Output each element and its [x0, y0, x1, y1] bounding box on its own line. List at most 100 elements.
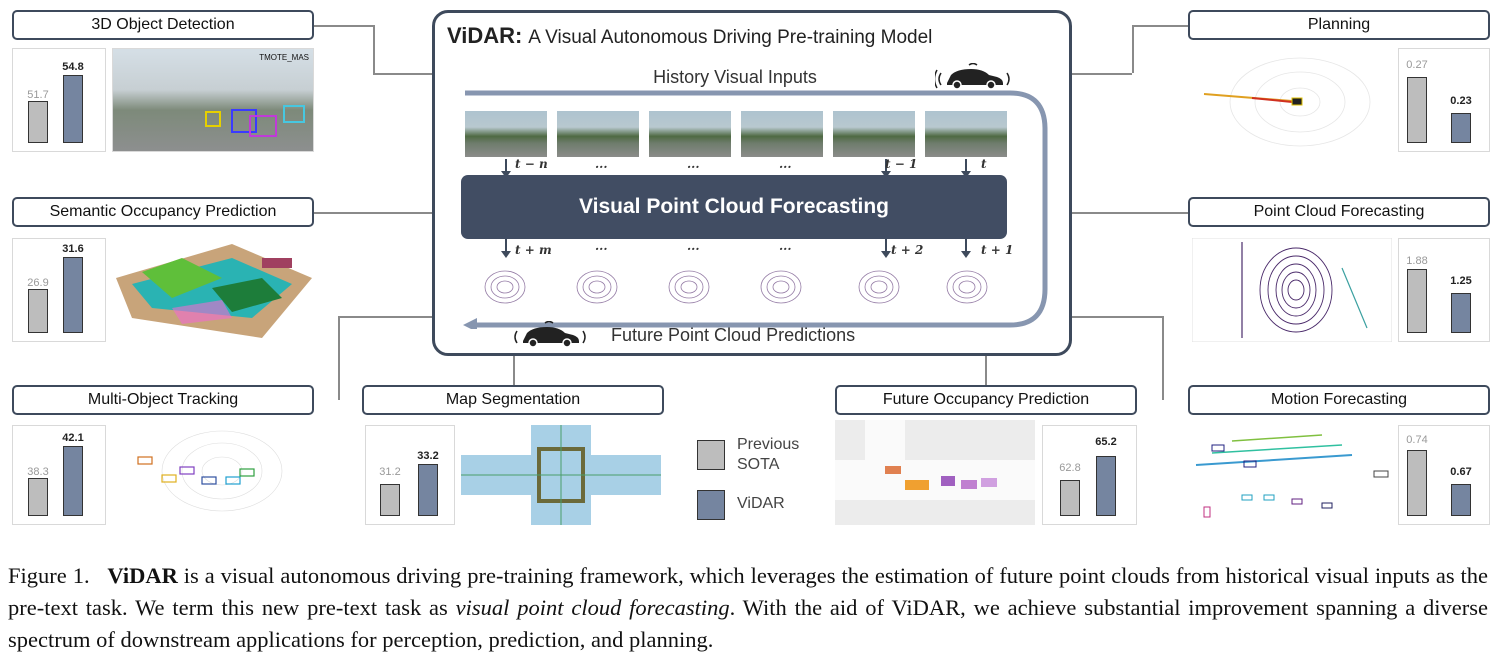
down-arrow-icon — [881, 159, 891, 178]
bbox — [205, 111, 221, 127]
down-arrow-icon — [501, 159, 511, 178]
flow-loop — [463, 90, 1048, 329]
connector — [1072, 73, 1132, 75]
connector — [1132, 25, 1189, 27]
vidar-bar — [1451, 293, 1471, 333]
history-time-label: t — [981, 157, 987, 171]
legend-vidar-label: ViDAR — [737, 495, 785, 512]
framework-title: A Visual Autonomous Driving Pre-training… — [528, 27, 933, 48]
history-frame — [649, 111, 731, 157]
connector — [313, 25, 373, 27]
connector — [1162, 316, 1164, 400]
history-frame — [465, 111, 547, 157]
caption-prefix: Figure 1. — [8, 563, 90, 588]
caption-italic: visual point cloud forecasting — [455, 595, 730, 620]
image-watermark: TMOTE_MAS — [259, 53, 309, 62]
task-title-text: Map Segmentation — [445, 391, 581, 408]
bar-panel: 0.74 0.67 — [1398, 425, 1490, 525]
vidar-bar — [1451, 484, 1471, 516]
vidar-value: 54.8 — [62, 61, 84, 73]
bar-panel: 1.88 1.25 — [1398, 238, 1490, 342]
figure-caption: Figure 1. ViDAR is a visual autonomous d… — [8, 560, 1488, 656]
prev-value: 1.88 — [1406, 255, 1428, 267]
future-time-label: t + m — [515, 243, 552, 257]
prev-bar — [28, 478, 48, 516]
core-module-box: Visual Point Cloud Forecasting — [461, 175, 1007, 239]
vidar-bar — [1451, 113, 1471, 143]
caption-part2: . With the aid of ViDAR, we achieve subs… — [8, 595, 1489, 652]
bar-panel: 0.27 0.23 — [1398, 48, 1490, 152]
prev-value: 51.7 — [27, 89, 49, 101]
history-time-label: t − 1 — [885, 157, 918, 171]
bar-panel: 38.3 42.1 — [12, 425, 106, 525]
vidar-bar — [63, 75, 83, 143]
vidar-value: 1.25 — [1450, 275, 1472, 287]
bar-panel: 31.2 33.2 — [365, 425, 455, 525]
connector — [338, 316, 340, 400]
bbox — [283, 105, 305, 123]
vidar-value: 31.6 — [62, 243, 84, 255]
car-icon — [514, 321, 586, 348]
car-icon — [935, 63, 1010, 90]
connector — [313, 212, 433, 214]
connector — [513, 356, 515, 386]
task-title-text: 3D Object Detection — [91, 16, 235, 33]
vidar-value: 65.2 — [1095, 436, 1117, 448]
future-point-cloud — [484, 270, 988, 304]
task-title-text: Future Occupancy Prediction — [882, 391, 1090, 408]
prev-bar — [1060, 480, 1080, 516]
task-title-semantic-occupancy: Semantic Occupancy Prediction — [12, 197, 314, 227]
legend-prev-label: Previous SOTA — [737, 436, 800, 473]
prev-bar — [1407, 450, 1427, 516]
vidar-value: 0.67 — [1450, 466, 1472, 478]
prev-value: 31.2 — [379, 466, 401, 478]
future-time-label: ... — [779, 239, 792, 253]
history-time-label: t − n — [515, 157, 548, 171]
motion-forecasting-image — [1195, 434, 1389, 518]
vidar-bar — [418, 464, 438, 516]
caption-part1: is a visual autonomous driving pre-train… — [8, 563, 1489, 620]
vidar-value: 42.1 — [62, 432, 84, 444]
bbox — [231, 109, 257, 133]
detection-image: TMOTE_MAS — [112, 48, 314, 152]
down-arrow-icon — [881, 239, 891, 258]
future-label: Future Point Cloud Predictions — [611, 325, 856, 345]
semantic-occupancy-image — [116, 244, 312, 338]
vidar-bar — [63, 446, 83, 516]
history-time-label: ... — [687, 157, 700, 171]
legend-prev-swatch — [697, 440, 725, 470]
prev-value: 0.27 — [1406, 59, 1428, 71]
history-frame — [741, 111, 823, 157]
history-label: History Visual Inputs — [653, 67, 817, 87]
task-title-point-cloud-forecasting: Point Cloud Forecasting — [1188, 197, 1490, 227]
legend-vidar-swatch — [697, 490, 725, 520]
vidar-bar — [63, 257, 83, 333]
connector — [1072, 212, 1189, 214]
tracking-image — [137, 430, 283, 512]
future-time-label: t + 2 — [891, 243, 924, 257]
prev-bar — [28, 101, 48, 143]
connector — [1132, 25, 1134, 73]
history-frame — [833, 111, 915, 157]
task-title-map-segmentation: Map Segmentation — [362, 385, 664, 415]
connector — [1072, 316, 1162, 318]
future-time-label: t + 1 — [981, 243, 1014, 257]
task-title-text: Motion Forecasting — [1270, 391, 1408, 408]
down-arrow-icon — [961, 239, 971, 258]
caption-bold: ViDAR — [107, 563, 178, 588]
history-frame — [557, 111, 639, 157]
vidar-value: 33.2 — [417, 450, 439, 462]
brand-label: ViDAR: — [447, 23, 523, 48]
connector — [338, 316, 433, 318]
core-module-label: Visual Point Cloud Forecasting — [579, 195, 889, 218]
bar-panel: 26.9 31.6 — [12, 238, 106, 342]
history-time-label: ... — [595, 157, 608, 171]
vidar-value: 0.23 — [1450, 95, 1472, 107]
task-title-text: Point Cloud Forecasting — [1253, 203, 1425, 220]
connector — [373, 73, 433, 75]
point-cloud-image — [1192, 238, 1392, 342]
prev-bar — [1407, 269, 1427, 333]
connector — [985, 356, 987, 386]
bar-panel: 51.7 54.8 — [12, 48, 106, 152]
map-segmentation-image — [461, 425, 661, 525]
